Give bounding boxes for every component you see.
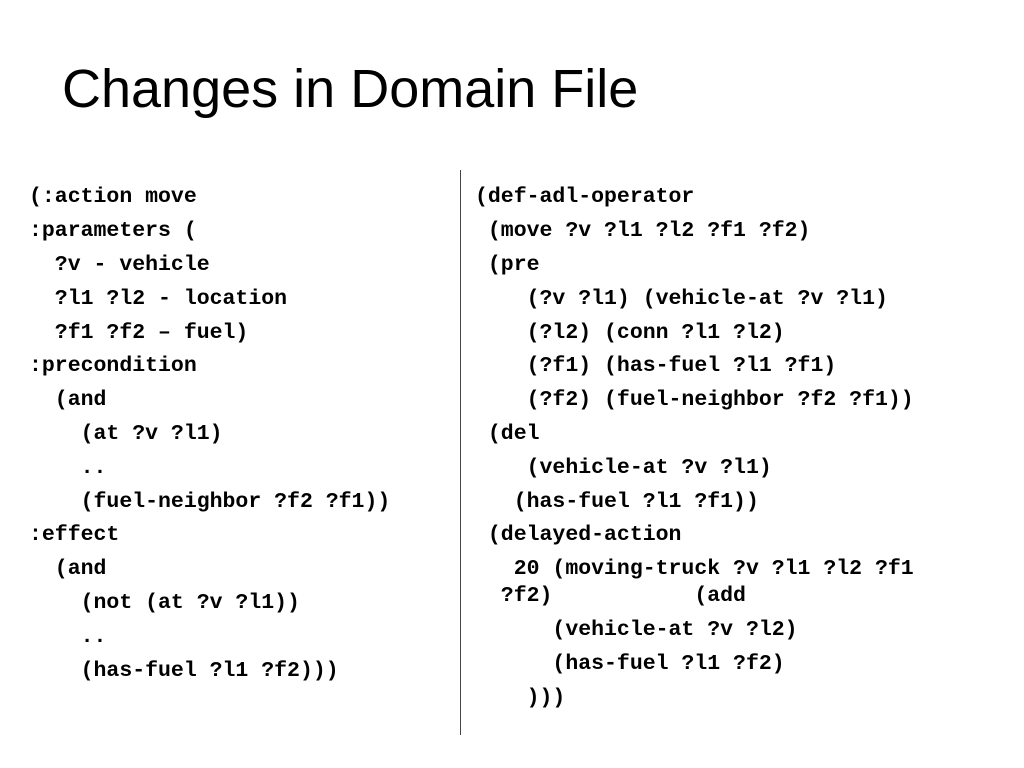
code-line: (at ?v ?l1)	[29, 422, 223, 446]
code-line: (has-fuel ?l1 ?f2)	[475, 652, 785, 676]
code-line: ?f2) (add	[475, 584, 746, 608]
code-line: :effect	[29, 523, 120, 547]
code-line: (delayed-action	[475, 523, 682, 547]
code-line: (has-fuel ?l1 ?f2)))	[29, 659, 339, 683]
code-line: (def-adl-operator	[475, 185, 695, 209]
code-line: ?l1 ?l2 - location	[29, 287, 288, 311]
code-line: ..	[29, 625, 107, 649]
code-line: :parameters (	[29, 219, 197, 243]
code-line: (vehicle-at ?v ?l2)	[475, 618, 798, 642]
code-line: (pre	[475, 253, 540, 277]
code-line: (del	[475, 422, 540, 446]
code-line: ..	[29, 456, 107, 480]
column-divider	[460, 170, 461, 735]
code-line: (and	[29, 388, 107, 412]
code-line: 20 (moving-truck ?v ?l1 ?l2 ?f1	[475, 557, 914, 581]
code-line: (move ?v ?l1 ?l2 ?f1 ?f2)	[475, 219, 811, 243]
code-line: (not (at ?v ?l1))	[29, 591, 300, 615]
code-line: (and	[29, 557, 107, 581]
code-line: )))	[475, 686, 566, 710]
code-line: (?v ?l1) (vehicle-at ?v ?l1)	[475, 287, 888, 311]
code-line: (fuel-neighbor ?f2 ?f1))	[29, 490, 391, 514]
code-line: :precondition	[29, 354, 197, 378]
code-line: (?f2) (fuel-neighbor ?f2 ?f1))	[475, 388, 914, 412]
code-line: ?v - vehicle	[29, 253, 210, 277]
code-line: (?f1) (has-fuel ?l1 ?f1)	[475, 354, 837, 378]
slide-title: Changes in Domain File	[62, 59, 639, 119]
pddl-action-code: (:action move :parameters ( ?v - vehicle…	[29, 0, 390, 683]
code-line: ?f1 ?f2 – fuel)	[29, 321, 249, 345]
adl-operator-code: (def-adl-operator (move ?v ?l1 ?l2 ?f1 ?…	[475, 0, 914, 710]
code-line: (vehicle-at ?v ?l1)	[475, 456, 772, 480]
code-line: (:action move	[29, 185, 197, 209]
code-line: (has-fuel ?l1 ?f1))	[475, 490, 759, 514]
code-line: (?l2) (conn ?l1 ?l2)	[475, 321, 785, 345]
